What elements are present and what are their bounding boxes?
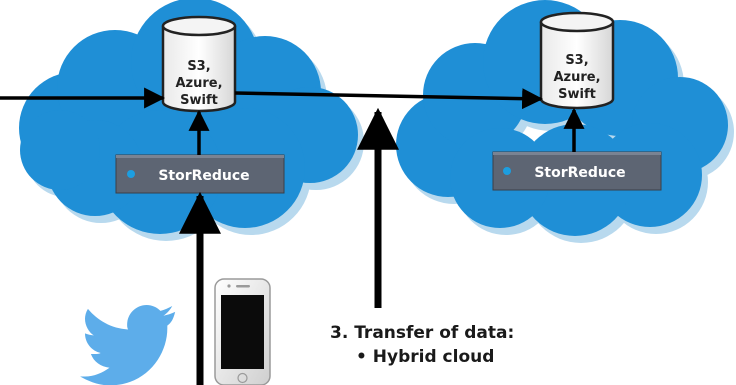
status-led-icon [503,167,511,175]
right-appliance-label: StorReduce [534,165,625,181]
data-flow-arrows [0,87,585,385]
left-storage-label-line1: S3, [187,59,210,74]
right-storage-database: S3, Azure, Swift [539,11,615,110]
left-storage-database: S3, Azure, Swift [161,15,237,113]
transfer-caption-heading: 3. Transfer of data: [330,323,515,343]
replication-arrow [234,88,544,110]
right-storreduce-appliance: StorReduce [492,151,662,191]
twitter-bird-icon [80,305,176,385]
left-appliance-label: StorReduce [158,168,249,184]
right-storage-label-line2: Azure, [553,70,600,85]
left-storage-label-line2: Azure, [175,76,222,91]
left-storreduce-appliance: StorReduce [115,154,285,194]
left-storage-label-line3: Swift [180,93,218,108]
smartphone-icon [214,278,271,385]
right-storage-label-line3: Swift [558,87,596,102]
database-cylinder-icon [161,15,237,113]
transfer-caption-bullet: • Hybrid cloud [356,347,495,367]
database-cylinder-icon [539,11,615,110]
right-storage-label-line1: S3, [565,53,588,68]
status-led-icon [127,170,135,178]
